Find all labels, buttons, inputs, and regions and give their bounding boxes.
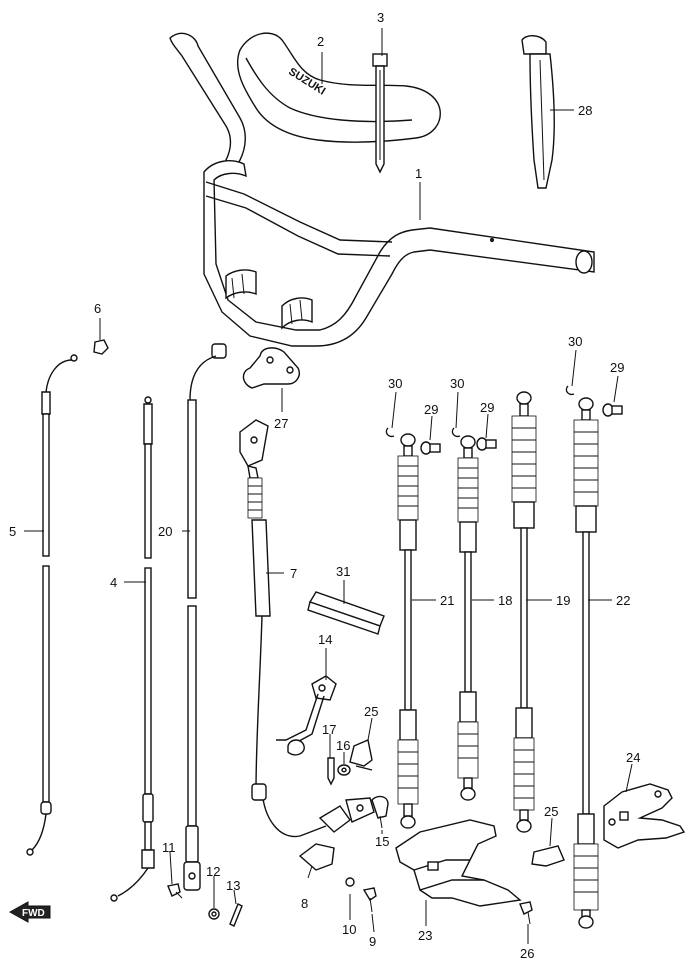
fwd-arrow-icon: FWD [8, 901, 51, 923]
cable-18 [457, 435, 479, 801]
pin-29b [476, 437, 497, 451]
cable-21 [397, 433, 419, 829]
washer-16 [337, 764, 351, 776]
callout-29b: 29 [480, 400, 494, 415]
callout-30c: 30 [568, 334, 582, 349]
callout-17: 17 [322, 722, 336, 737]
callout-12: 12 [206, 864, 220, 879]
callout-1: 1 [415, 166, 422, 181]
callout-2: 2 [317, 34, 324, 49]
washer-10 [345, 877, 355, 887]
cable-20 [183, 343, 227, 891]
callout-20: 20 [158, 524, 172, 539]
block-31 [307, 591, 385, 635]
clip-25a [349, 739, 373, 771]
clip-30b [451, 427, 461, 438]
callout-22: 22 [616, 593, 630, 608]
callouts: 1 2 3 4 5 6 7 8 9 10 11 12 13 14 15 16 1… [9, 10, 640, 961]
callout-28: 28 [578, 103, 592, 118]
handlebar-pad: SUZUKI [236, 32, 441, 143]
callout-25a: 25 [364, 704, 378, 719]
clip-30c [565, 385, 575, 396]
cable-22 [573, 397, 599, 929]
pin-29a [420, 441, 441, 455]
bolt-15 [371, 795, 389, 829]
cable-4 [110, 396, 155, 902]
callout-29c: 29 [610, 360, 624, 375]
callout-27: 27 [274, 416, 288, 431]
callout-24: 24 [626, 750, 640, 765]
callout-19: 19 [556, 593, 570, 608]
handlebar [169, 32, 595, 347]
callout-18: 18 [498, 593, 512, 608]
nut-6 [93, 339, 109, 355]
pin-13 [229, 903, 243, 927]
callout-30b: 30 [450, 376, 464, 391]
bolt-11 [167, 883, 183, 899]
callout-15: 15 [375, 834, 389, 849]
clamp-8 [298, 843, 335, 871]
callout-11: 11 [162, 840, 176, 855]
bracket-23 [395, 819, 522, 907]
bracket-24 [603, 783, 686, 849]
callout-21: 21 [440, 593, 454, 608]
callout-10: 10 [342, 922, 356, 937]
cable-19 [511, 391, 537, 833]
clip-30a [385, 427, 395, 438]
callout-13: 13 [226, 878, 240, 893]
callout-4: 4 [110, 575, 117, 590]
callout-9: 9 [369, 934, 376, 949]
cable-tie [372, 53, 388, 174]
callout-5: 5 [9, 524, 16, 539]
callout-31: 31 [336, 564, 350, 579]
callout-30a: 30 [388, 376, 402, 391]
cable-7 [239, 419, 375, 838]
callout-16: 16 [336, 738, 350, 753]
callout-23: 23 [418, 928, 432, 943]
callout-6: 6 [94, 301, 101, 316]
callout-3: 3 [377, 10, 384, 25]
callout-8: 8 [301, 896, 308, 911]
bolt-26 [519, 901, 533, 925]
callout-29a: 29 [424, 402, 438, 417]
washer-12 [208, 908, 220, 920]
clip-25b [531, 845, 565, 867]
bolt-9 [362, 887, 377, 913]
callout-25b: 25 [544, 804, 558, 819]
screw-17 [327, 757, 335, 786]
bracket-14 [276, 675, 337, 756]
callout-26: 26 [520, 946, 534, 961]
leader-lines [24, 28, 633, 944]
cable-tie-28 [521, 35, 555, 189]
fwd-arrow-label: FWD [22, 908, 45, 919]
callout-14: 14 [318, 632, 332, 647]
throttle-cable [26, 354, 78, 856]
pin-29c [602, 403, 623, 417]
callout-7: 7 [290, 566, 297, 581]
bracket-plate-27 [242, 347, 300, 412]
